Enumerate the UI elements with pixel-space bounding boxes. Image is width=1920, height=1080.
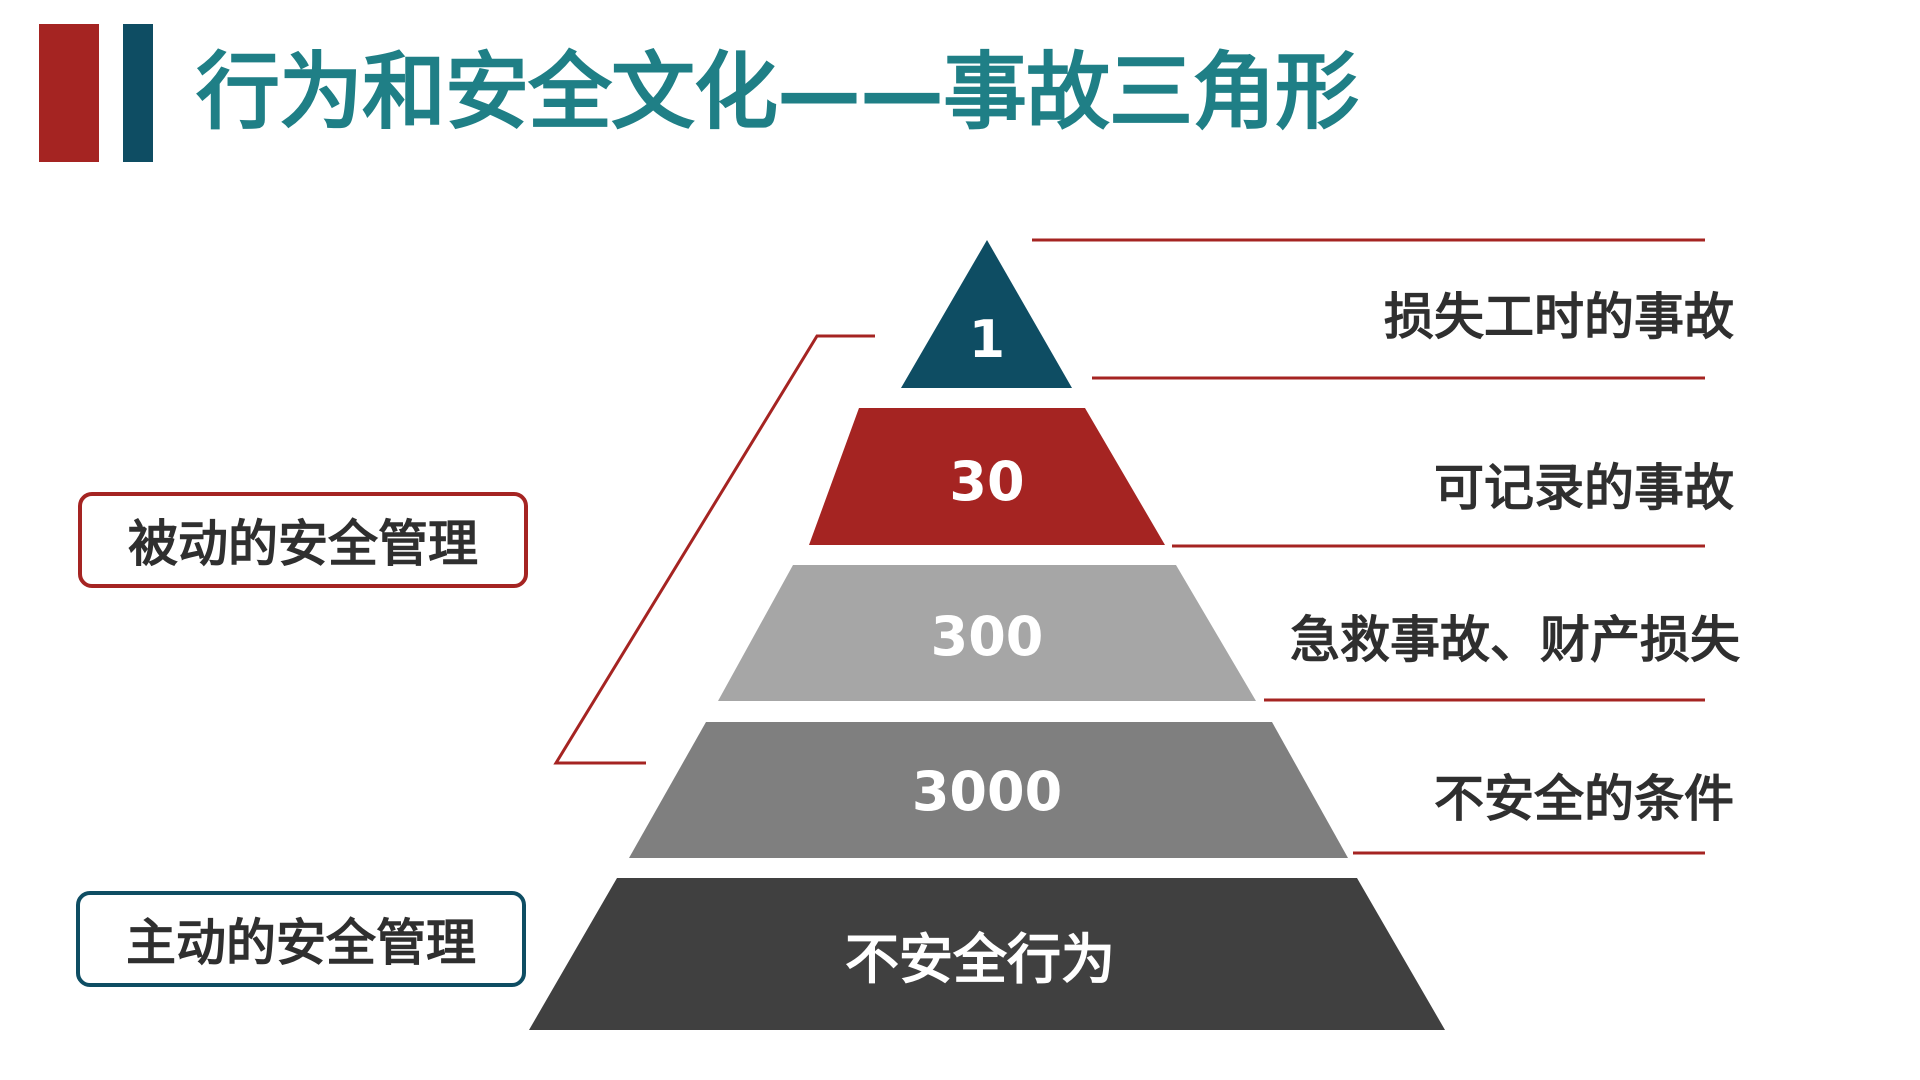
pyramid-tier-0	[901, 240, 1072, 388]
pyramid-value-0: 1	[969, 310, 1005, 370]
pyramid-tier-2	[718, 565, 1256, 701]
pyramid-tier-3	[629, 722, 1348, 858]
pyramid-value-2: 300	[931, 605, 1044, 668]
tier-label-2: 急救事故、财产损失	[1290, 611, 1740, 669]
tier-label-0: 损失工时的事故	[1384, 288, 1734, 346]
pyramid-value-4: 不安全行为	[845, 928, 1115, 991]
page-title: 行为和安全文化——事故三角形	[196, 43, 1359, 141]
header-accent-bar-teal	[123, 24, 153, 162]
active-management-box: 主动的安全管理	[76, 891, 526, 987]
tier-label-1: 可记录的事故	[1434, 459, 1734, 517]
passive-management-box: 被动的安全管理	[78, 492, 528, 588]
header-accent-bar-red	[39, 24, 99, 162]
tier-label-3: 不安全的条件	[1434, 770, 1734, 828]
pyramid-tier-1	[809, 408, 1165, 545]
pyramid-value-1: 30	[949, 450, 1024, 513]
pyramid-tier-4	[529, 878, 1445, 1030]
passive-bracket-line	[553, 334, 875, 765]
pyramid-value-3: 3000	[912, 760, 1062, 823]
